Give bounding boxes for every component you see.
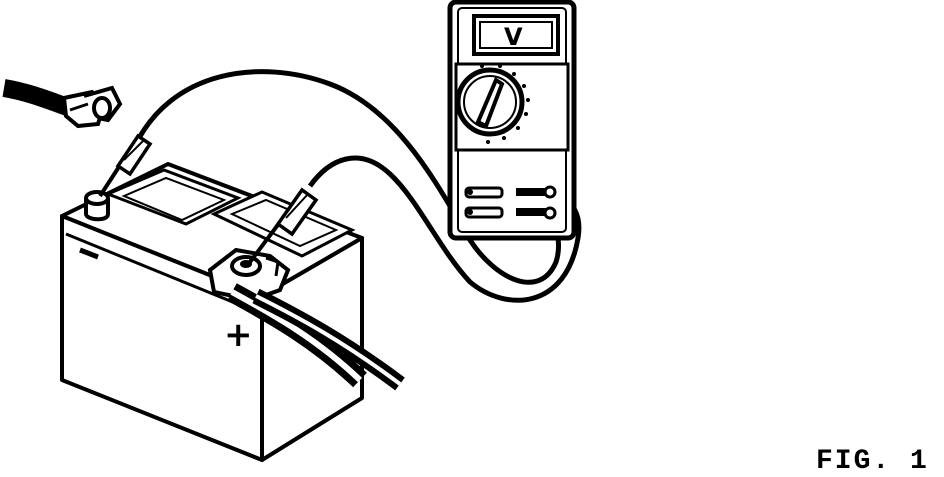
positive-terminal bbox=[207, 247, 291, 303]
negative-terminal bbox=[84, 190, 110, 222]
negative-test-lead bbox=[98, 69, 561, 285]
positive-battery-cable bbox=[227, 283, 405, 391]
meter-display-symbol: V bbox=[504, 23, 523, 51]
disconnected-negative-cable bbox=[2, 79, 123, 129]
battery-polarity-symbol: + bbox=[224, 315, 253, 355]
figure-caption: FIG. 1 bbox=[816, 446, 929, 477]
battery-icon: + bbox=[60, 162, 364, 462]
meter-input-panel bbox=[464, 185, 557, 220]
multimeter-icon: V bbox=[447, 0, 577, 241]
positive-test-lead bbox=[248, 155, 582, 303]
rotary-selector-dial bbox=[455, 64, 530, 144]
cable-clamp-icon bbox=[61, 85, 123, 129]
